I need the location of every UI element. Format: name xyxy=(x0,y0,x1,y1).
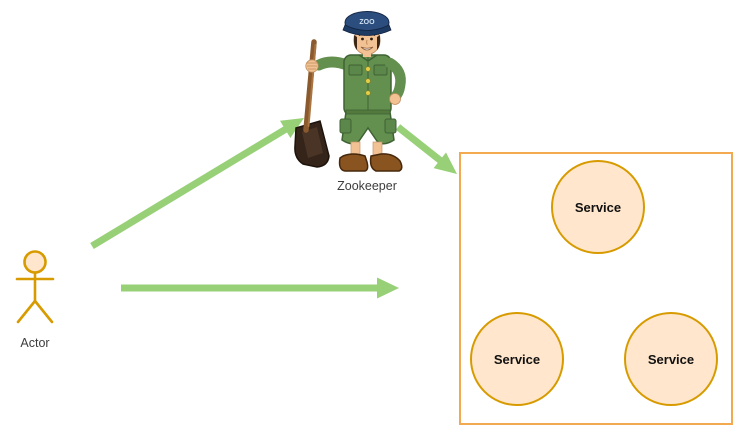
arrow-actor-to-zookeeper xyxy=(90,118,304,249)
service-node-label: Service xyxy=(574,199,622,215)
zoo-cap-text: ZOO xyxy=(359,19,375,26)
arrow-actor-to-services xyxy=(121,277,399,299)
service-node-top: Service xyxy=(551,160,645,254)
arrow-zookeeper-to-services xyxy=(395,124,457,174)
service-node-bottom-left: Service xyxy=(470,312,564,406)
zookeeper-illustration: ZOO xyxy=(293,8,425,174)
zookeeper-label: Zookeeper xyxy=(337,179,397,193)
zookeeper-drawing: ZOO xyxy=(294,11,406,172)
service-node-label: Service xyxy=(493,351,541,367)
actor-label: Actor xyxy=(20,336,50,350)
zoo-cap-icon: ZOO xyxy=(342,11,392,36)
service-node-bottom-right: Service xyxy=(624,312,718,406)
actor-figure xyxy=(15,250,55,324)
service-node-label: Service xyxy=(647,351,695,367)
